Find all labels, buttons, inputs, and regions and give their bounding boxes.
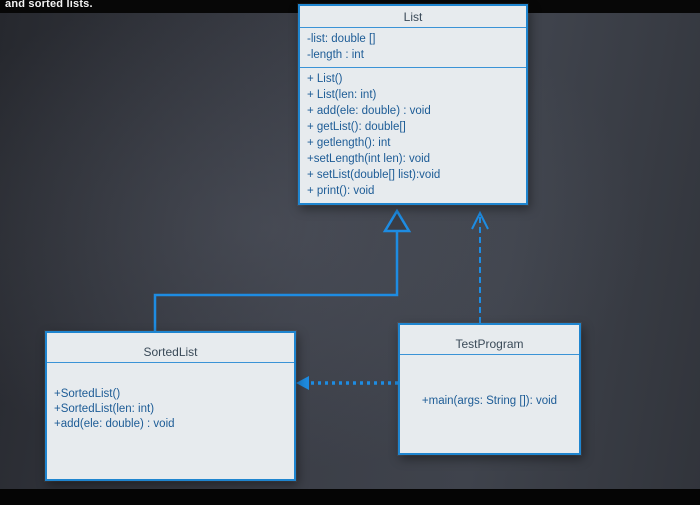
class-title-testprogram: TestProgram (455, 337, 524, 351)
class-box-list: List -list: double [] -length : int + Li… (298, 4, 528, 205)
class-method: + setList(double[] list):void (307, 169, 441, 181)
class-method: +SortedList() (54, 388, 121, 400)
caption-text: and sorted lists. (5, 0, 93, 10)
dependency-arrow-testprogram-to-list (471, 210, 489, 323)
inheritance-line (153, 231, 399, 331)
inheritance-arrow-sortedlist-to-list (153, 208, 412, 331)
class-method: + getlength(): int (307, 137, 391, 149)
class-attribute: -list: double [] (307, 33, 376, 45)
inheritance-triangle-icon (382, 208, 412, 233)
bottom-bar (0, 489, 700, 505)
class-method: + List(len: int) (307, 89, 377, 101)
class-method: +setLength(int len): void (307, 153, 431, 165)
class-box-testprogram: TestProgram +main(args: String []): void (398, 323, 581, 455)
class-method: + List() (307, 73, 343, 85)
class-method: + add(ele: double) : void (307, 105, 431, 117)
class-method: + print(): void (307, 185, 375, 197)
class-title-list: List (403, 10, 423, 24)
dependency-arrowhead-icon (296, 376, 309, 390)
list-methods-section: + List() + List(len: int) + add(ele: dou… (300, 67, 526, 203)
class-attribute: -length : int (307, 49, 364, 61)
dependency-arrow-testprogram-to-sortedlist (296, 376, 398, 390)
list-attributes-section: -list: double [] -length : int (300, 27, 526, 67)
testprogram-methods-section: +main(args: String []): void (400, 354, 579, 413)
class-method: + getList(): double[] (307, 121, 406, 133)
class-title-sortedlist: SortedList (143, 345, 198, 359)
dependency-arrowhead-icon (471, 210, 489, 230)
sortedlist-methods-section: +SortedList() +SortedList(len: int) +add… (47, 362, 294, 436)
class-method: +SortedList(len: int) (54, 403, 155, 415)
class-box-sortedlist: SortedList +SortedList() +SortedList(len… (45, 331, 296, 481)
class-method: +add(ele: double) : void (54, 418, 175, 430)
class-method: +main(args: String []): void (421, 395, 558, 407)
